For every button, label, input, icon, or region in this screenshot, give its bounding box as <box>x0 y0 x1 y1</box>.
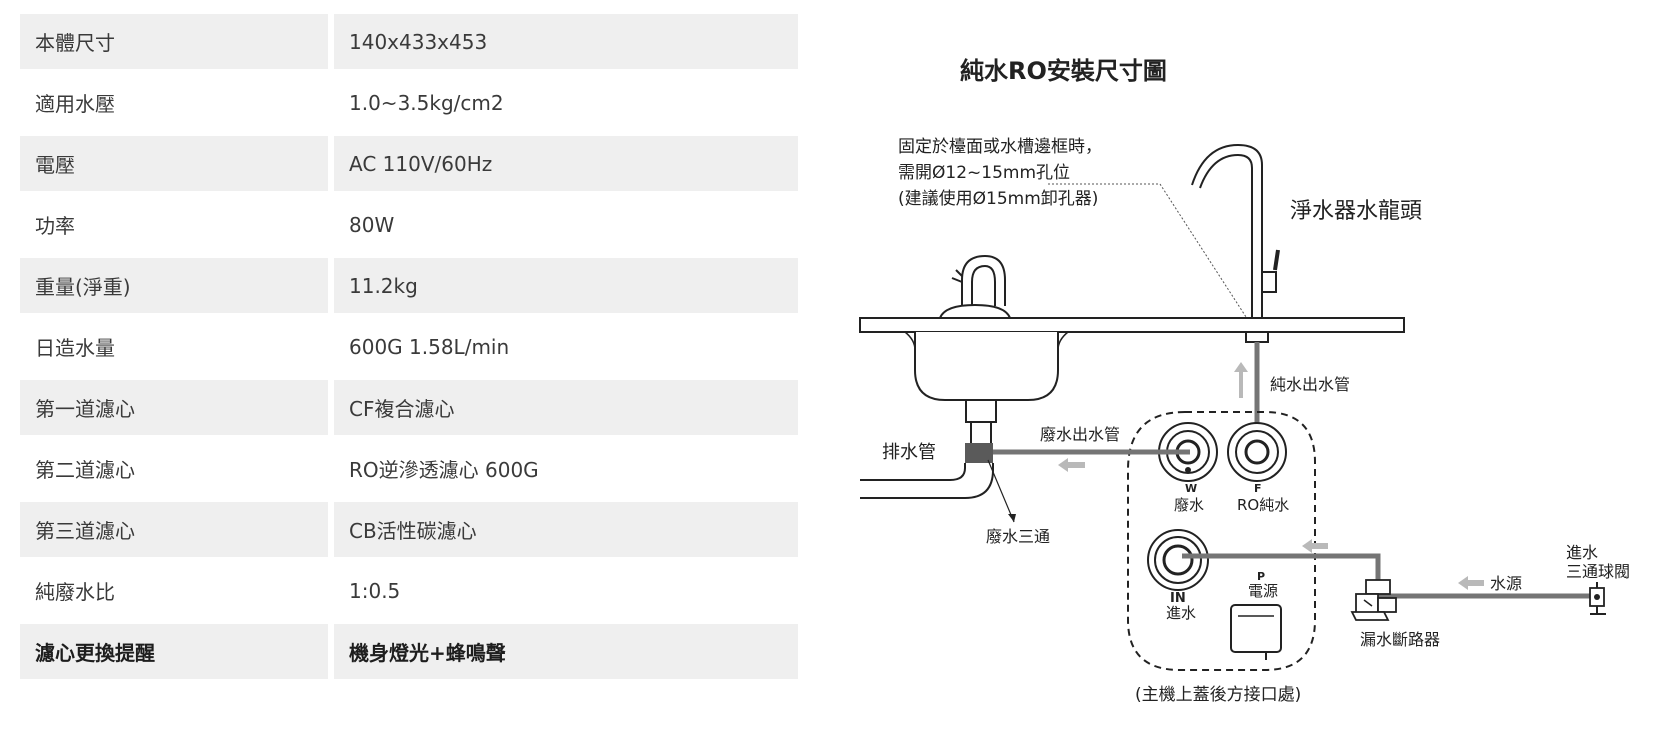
port-w-code: W <box>1185 482 1197 495</box>
ro-faucet-icon <box>1199 153 1253 318</box>
power-socket-icon <box>1230 604 1282 653</box>
waste-out-label: 廢水出水管 <box>1040 425 1120 444</box>
back-panel-label: (主機上蓋後方接口處) <box>1135 685 1301 705</box>
inlet-valve-label-1: 進水 <box>1566 543 1598 562</box>
sink-bowl <box>914 332 1059 401</box>
note-line-2: 需開Ø12~15mm孔位 <box>898 163 1070 183</box>
waste-tee-leader-arrow <box>1008 514 1016 522</box>
spec-row: 日造水量 600G 1.58L/min <box>20 319 800 374</box>
drain-tee <box>965 443 993 463</box>
diagram-title: 純水RO安裝尺寸圖 <box>960 57 1167 85</box>
spec-row: 適用水壓 1.0~3.5kg/cm2 <box>20 75 800 130</box>
water-source-label: 水源 <box>1490 574 1522 593</box>
drain-label: 排水管 <box>882 442 936 463</box>
spec-label: 功率 <box>35 214 75 238</box>
ro-faucet-base-nut <box>1245 331 1269 343</box>
spec-label: 電壓 <box>20 136 328 191</box>
waste-tee-leader <box>987 459 1015 523</box>
port-f-label: RO純水 <box>1237 496 1289 514</box>
spec-value: AC 110V/60Hz <box>334 136 798 191</box>
inlet-valve-icon <box>1589 582 1606 615</box>
port-p-label: 電源 <box>1248 582 1278 600</box>
spec-value: 11.2kg <box>334 258 798 313</box>
spec-value: 80W <box>349 212 395 237</box>
ro-faucet-lever <box>1273 249 1280 271</box>
spec-value: 600G 1.58L/min <box>349 334 510 359</box>
sink-faucet-icon <box>938 303 1012 319</box>
inlet-pipe <box>1182 553 1600 599</box>
sink-faucet-tip <box>951 269 963 283</box>
spec-value: 1.0~3.5kg/cm2 <box>349 90 504 115</box>
back-panel-outline <box>1127 411 1316 671</box>
port-p-code: P <box>1257 570 1265 583</box>
source-arrow-icon <box>1458 576 1484 590</box>
drain-pipe <box>860 463 994 499</box>
sink-faucet-spout <box>961 254 1006 306</box>
spec-label: 純廢水比 <box>35 580 115 604</box>
spec-value: RO逆滲透濾心 600G <box>349 458 539 482</box>
spec-label: 重量(淨重) <box>20 258 328 313</box>
port-f-code: F <box>1254 482 1262 495</box>
inlet-arrow-icon <box>1302 539 1328 553</box>
spec-value: 1:0.5 <box>349 578 401 603</box>
spec-label: 本體尺寸 <box>20 14 328 69</box>
sink-drain-neck <box>965 399 997 423</box>
note-line-3: (建議使用Ø15mm卸孔器) <box>898 188 1098 209</box>
spec-label: 第二道濾心 <box>35 458 135 482</box>
spec-value: CF複合濾心 <box>334 380 798 435</box>
spec-row: 重量(淨重)11.2kg <box>20 258 800 313</box>
spec-label: 第三道濾心 <box>20 502 328 557</box>
ro-faucet-handle <box>1261 271 1277 293</box>
waste-water-arrow-icon <box>1058 458 1085 472</box>
pure-water-arrow-icon <box>1234 362 1248 398</box>
spec-row: 功率 80W <box>20 197 800 252</box>
spec-row: 濾心更換提醒機身燈光+蜂鳴聲 <box>20 624 800 679</box>
spec-value: 140x433x453 <box>334 14 798 69</box>
spec-row: 純廢水比 1:0.5 <box>20 563 800 618</box>
waste-tee-label: 廢水三通 <box>986 527 1050 546</box>
faucet-label: 淨水器水龍頭 <box>1290 199 1422 224</box>
leak-breaker-icon <box>1350 579 1397 621</box>
spec-row: 第二道濾心 RO逆滲透濾心 600G <box>20 441 800 496</box>
pure-out-label: 純水出水管 <box>1270 375 1350 394</box>
port-in-label: 進水 <box>1166 604 1196 622</box>
note-line-1: 固定於檯面或水槽邊框時， <box>898 137 1102 157</box>
leak-breaker-label: 漏水斷路器 <box>1360 630 1440 649</box>
ro-faucet-inner <box>1191 143 1263 318</box>
inlet-valve-label-2: 三通球閥 <box>1566 562 1630 581</box>
sink-bowl-rim <box>904 331 1069 351</box>
spec-value: CB活性碳濾心 <box>334 502 798 557</box>
spec-label: 適用水壓 <box>35 92 115 116</box>
spec-label: 日造水量 <box>35 336 115 360</box>
port-in-code: IN <box>1170 591 1186 606</box>
spec-value: 機身燈光+蜂鳴聲 <box>334 624 798 679</box>
port-w-label: 廢水 <box>1174 496 1204 514</box>
countertop <box>859 317 1405 333</box>
note-leader-diagonal <box>1159 183 1249 321</box>
spec-label: 濾心更換提醒 <box>20 624 328 679</box>
spec-label: 第一道濾心 <box>20 380 328 435</box>
